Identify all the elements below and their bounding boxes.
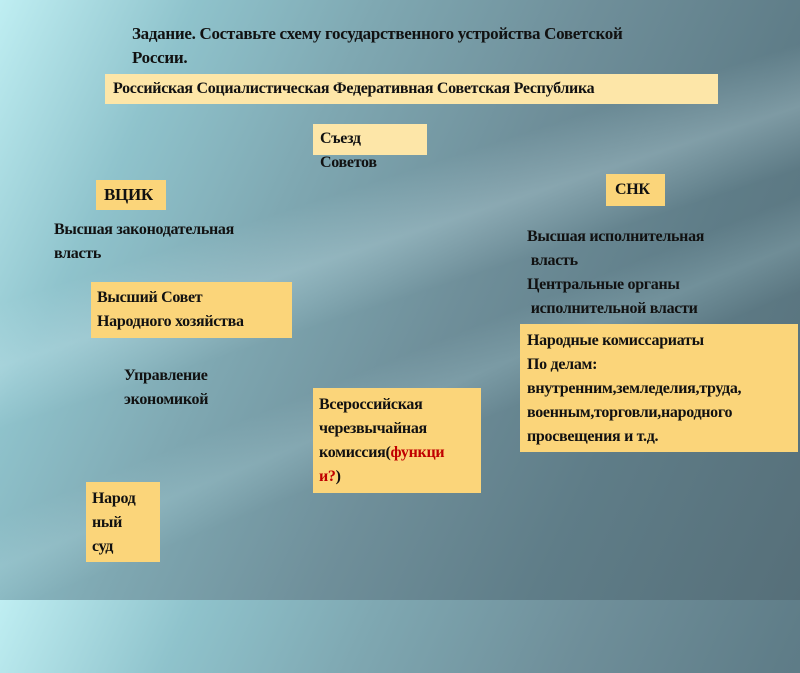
- text-line: внутренним,земледелия,труда,: [527, 380, 742, 397]
- task-line: Задание. Составьте схему государственног…: [132, 24, 623, 43]
- text-line: комиссия(функци: [319, 441, 475, 465]
- text-line: Центральные органы: [527, 276, 680, 293]
- task-title: Задание. Составьте схему государственног…: [132, 22, 623, 70]
- text-line: исполнительной власти: [527, 300, 698, 317]
- vtsik-description: Высшая законодательная власть: [54, 218, 234, 266]
- text-line: Народ: [92, 490, 136, 507]
- task-line: России.: [132, 48, 188, 67]
- text-line: Всероссийская: [319, 396, 423, 413]
- text-line: ный: [92, 514, 123, 531]
- text-line: По делам:: [527, 356, 598, 373]
- text-line: Управление: [124, 367, 208, 384]
- text-line: Высшая законодательная: [54, 221, 234, 238]
- text-line: экономикой: [124, 391, 209, 408]
- snk-description: Высшая исполнительная власть Центральные…: [527, 225, 704, 321]
- cheka-box: Всероссийская черезвычайная комиссия(фун…: [313, 388, 481, 493]
- economy-text: Управление экономикой: [124, 364, 208, 412]
- text-line: черезвычайная: [319, 420, 427, 437]
- text-line: Высшая исполнительная: [527, 228, 705, 245]
- vsnh-box: Высший Совет Народного хозяйства: [91, 282, 292, 338]
- text-line: Высший Совет: [97, 289, 203, 306]
- text-line: Народные комиссариаты: [527, 332, 704, 349]
- highlight-text: функци: [390, 444, 445, 461]
- highlight-text: и?: [319, 468, 336, 485]
- vtsik-box: ВЦИК: [96, 180, 166, 210]
- text-line: просвещения и т.д.: [527, 428, 659, 445]
- rsfsr-box: Российская Социалистическая Федеративная…: [105, 74, 718, 104]
- commissariats-box: Народные комиссариаты По делам: внутренн…: [520, 324, 798, 452]
- text-line: суд: [92, 538, 114, 555]
- text-line: и?): [319, 465, 475, 489]
- snk-box: СНК: [606, 174, 665, 206]
- text-line: власть: [527, 252, 578, 269]
- text-line: власть: [54, 245, 102, 262]
- text-part: комиссия(: [319, 444, 391, 461]
- congress-box: Съезд Советов: [313, 124, 427, 171]
- court-box: Народ ный суд: [86, 482, 160, 562]
- text-part: ): [335, 468, 341, 485]
- text-line: Народного хозяйства: [97, 313, 244, 330]
- text-line: военным,торговли,народного: [527, 404, 733, 421]
